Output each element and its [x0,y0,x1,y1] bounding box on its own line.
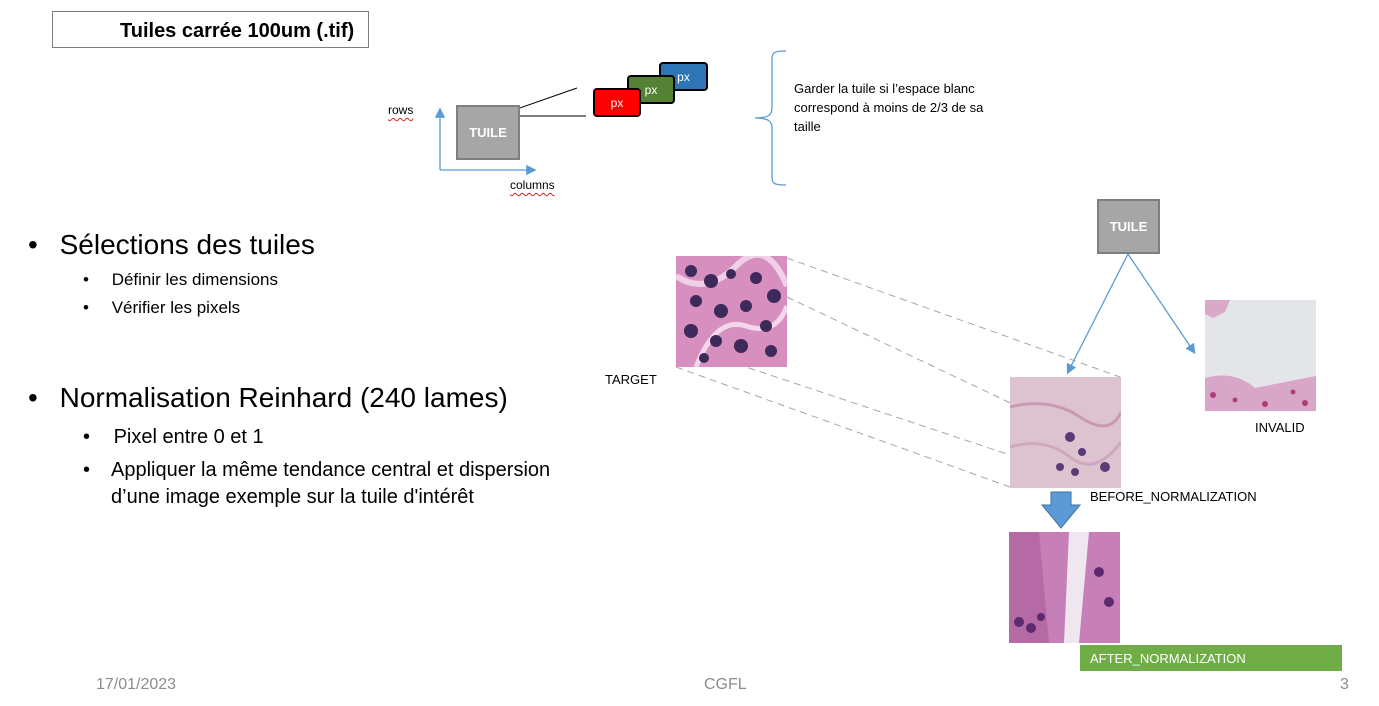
bullet-1-text: Sélections des tuiles [59,229,315,260]
columns-label: columns [510,178,555,192]
arrow-to-invalid [1127,253,1196,355]
px-box-red: px [593,88,641,117]
dashed-projections [675,257,1121,488]
bullet-2: • Normalisation Reinhard (240 lames) [28,382,508,414]
tuile-large: TUILE [1097,199,1160,254]
after-normalization-image [1009,532,1120,643]
bullet-dot-icon: • [83,270,89,289]
before-normalization-image [1010,377,1121,488]
invalid-tile-image [1205,300,1316,411]
sub-bullet-text: Pixel entre 0 et 1 [113,426,264,448]
bullet-dot-icon: • [28,229,38,260]
sub-bullet-2-2: • Appliquer la même tendance central et … [83,457,553,511]
down-arrow-icon [1040,491,1082,529]
arrow-to-before [1066,253,1129,375]
target-tile-image [676,256,787,367]
brace [754,50,787,186]
invalid-label: INVALID [1255,420,1305,435]
slide-title: Tuiles carrée 100um (.tif) [120,20,355,42]
bullet-dot-icon: • [83,426,91,448]
footer-page-number: 3 [1340,676,1349,693]
sub-bullet-2-1: • Pixel entre 0 et 1 [83,424,264,451]
note-text: Garder la tuile si l’espace blanc corres… [794,81,984,134]
bullet-dot-icon: • [83,459,91,481]
before-normalization-label: BEFORE_NORMALIZATION [1090,489,1257,504]
after-normalization-label: AFTER_NORMALIZATION [1080,645,1342,671]
sub-bullet-1-1: • Définir les dimensions [83,270,278,290]
rows-label: rows [388,103,414,117]
tuile-small: TUILE [456,105,520,160]
sub-bullet-1-2: • Vérifier les pixels [83,298,240,318]
bullet-dot-icon: • [28,382,38,413]
footer-date: 17/01/2023 [96,676,177,693]
target-label: TARGET [605,372,657,387]
sub-bullet-text: Définir les dimensions [111,270,278,289]
title-box [52,11,369,48]
bullet-1: • Sélections des tuiles [28,229,315,261]
sub-bullet-text: Vérifier les pixels [111,298,241,317]
footer-center: CGFL [704,676,747,693]
bullet-dot-icon: • [83,298,89,317]
sub-bullet-text: Appliquer la même tendance central et di… [111,459,551,508]
bullet-2-text: Normalisation Reinhard (240 lames) [59,382,508,413]
